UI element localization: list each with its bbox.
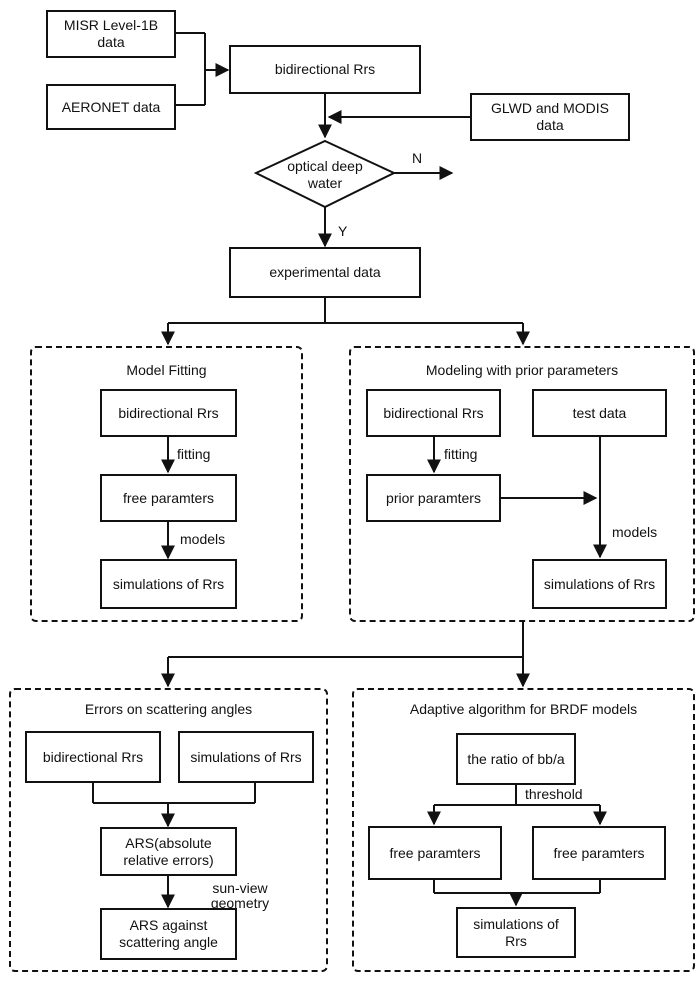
bidirectional-rrs-box: bidirectional Rrs — [229, 45, 421, 94]
model-fitting-title: Model Fitting — [126, 362, 207, 378]
experimental-data-box: experimental data — [229, 247, 421, 298]
threshold-label: threshold — [525, 786, 583, 802]
free-params-left-box: free paramters — [368, 826, 502, 880]
pm-test-data-box: test data — [532, 389, 667, 437]
ratio-box: the ratio of bb/a — [456, 733, 576, 785]
pm-fitting-label: fitting — [444, 446, 478, 462]
aeronet-data-box: AERONET data — [46, 84, 176, 130]
mf-fitting-label: fitting — [177, 446, 211, 462]
adaptive-group — [352, 688, 695, 972]
err-ars-against-box: ARS against scattering angle — [100, 908, 237, 960]
err-bidirectional-box: bidirectional Rrs — [25, 731, 161, 783]
mf-free-params-box: free paramters — [100, 474, 237, 522]
err-simulations-box: simulations of Rrs — [178, 731, 314, 783]
mf-models-label: models — [180, 531, 226, 547]
err-ars-box: ARS(absolute relative errors) — [100, 827, 237, 876]
prior-modeling-title: Modeling with prior parameters — [425, 362, 619, 378]
misr-data-box: MISR Level-1B data — [46, 10, 176, 58]
prior-modeling-group — [349, 346, 695, 622]
no-label: N — [412, 150, 423, 166]
adaptive-simulations-box: simulations of Rrs — [456, 907, 576, 958]
errors-title: Errors on scattering angles — [84, 701, 253, 717]
mf-bidirectional-box: bidirectional Rrs — [100, 389, 237, 437]
pm-bidirectional-box: bidirectional Rrs — [366, 389, 501, 437]
model-fitting-group — [30, 346, 303, 622]
pm-prior-params-box: prior paramters — [366, 474, 501, 522]
glwd-modis-box: GLWD and MODIS data — [470, 93, 630, 141]
decision-label: optical deep water — [287, 158, 363, 191]
adaptive-title: Adaptive algorithm for BRDF models — [409, 701, 638, 717]
yes-label: Y — [338, 223, 348, 239]
free-params-right-box: free paramters — [532, 826, 666, 880]
errors-group — [9, 688, 328, 972]
pm-models-label: models — [612, 524, 658, 540]
pm-simulations-box: simulations of Rrs — [532, 559, 667, 609]
mf-simulations-box: simulations of Rrs — [100, 559, 237, 609]
err-geometry-label: sun-view geometry — [210, 880, 270, 911]
